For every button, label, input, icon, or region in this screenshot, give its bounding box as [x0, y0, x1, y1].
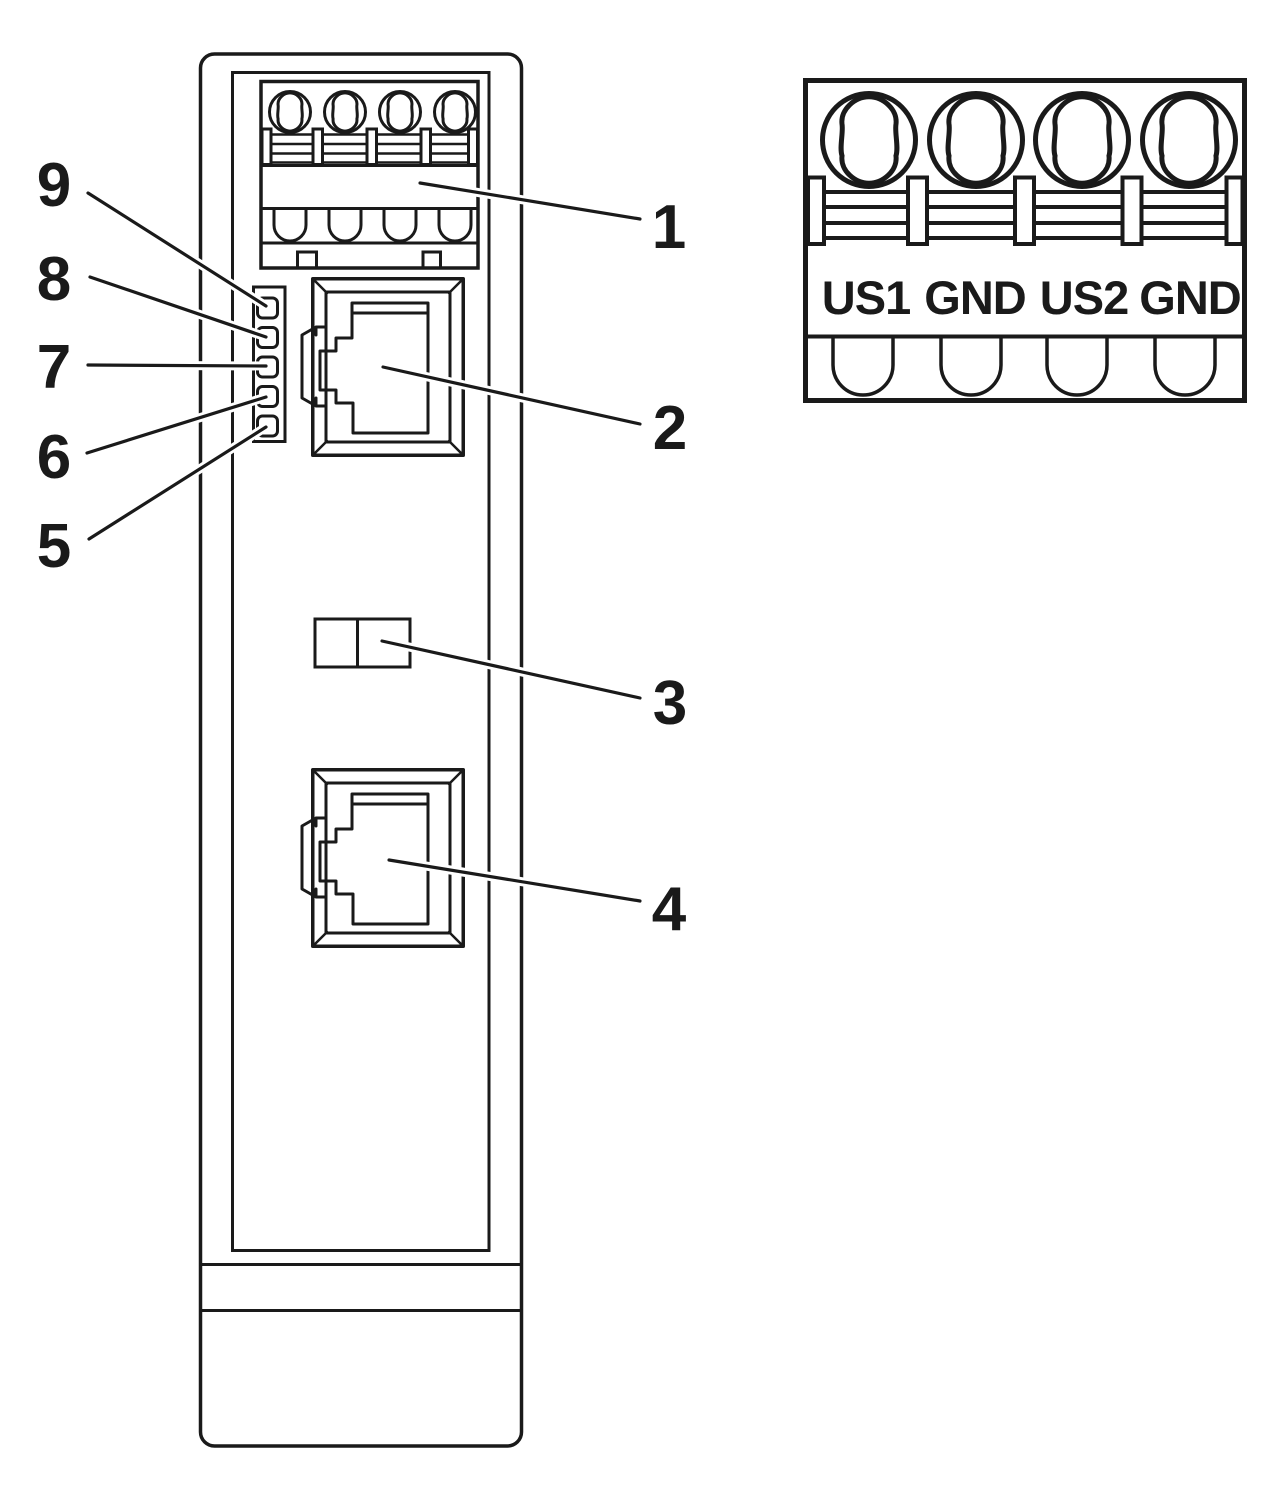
device-front-panel	[231, 71, 491, 1252]
callout-7-label: 7	[37, 333, 71, 402]
terminal-strip-lines	[259, 164, 480, 245]
terminal-label-gnd2: GND	[1139, 271, 1240, 324]
callout-6: 6	[37, 392, 271, 492]
leader-line	[380, 639, 642, 700]
callout-9-label: 9	[37, 151, 71, 220]
terminal-arches	[831, 334, 1217, 397]
terminal-label-us2: US2	[1040, 271, 1128, 324]
device-body-outline	[198, 52, 524, 1448]
terminal-block-outline	[259, 79, 480, 270]
terminal-label-gnd1: GND	[924, 271, 1025, 324]
power-terminal-block	[259, 79, 480, 270]
rail-clamps	[806, 175, 1245, 246]
leader-line	[86, 363, 268, 368]
callout-1: 1	[415, 178, 686, 262]
callouts: 9 8 7 6 5 1 2	[37, 151, 687, 944]
callout-1-label: 1	[652, 193, 686, 262]
leader-line	[86, 191, 268, 308]
screw-terminal-icon	[1143, 94, 1236, 187]
screw-terminal-icon	[270, 92, 311, 133]
terminal-label-us1: US1	[822, 271, 910, 324]
device-front-view	[198, 52, 524, 1448]
screw-terminal-icon	[930, 94, 1023, 187]
leader-line	[87, 425, 268, 541]
callout-2: 2	[378, 362, 687, 463]
callout-4: 4	[384, 855, 687, 944]
leader-line	[418, 181, 642, 221]
callout-8: 8	[37, 245, 271, 342]
callout-2-label: 2	[653, 394, 687, 463]
leader-line	[381, 365, 642, 426]
callout-5-label: 5	[37, 512, 71, 581]
rail-clamps	[260, 127, 479, 166]
callout-7: 7	[37, 333, 271, 402]
screw-terminal-icon	[325, 92, 366, 133]
screw-terminal-icon	[380, 92, 421, 133]
callout-3: 3	[377, 636, 687, 738]
ethernet-port-bottom	[300, 768, 465, 948]
callout-9: 9	[37, 151, 271, 311]
leader-line	[387, 858, 642, 903]
callout-4-label: 4	[652, 875, 687, 944]
terminal-arches	[272, 207, 473, 243]
screw-terminal-icon	[823, 94, 916, 187]
leader-line	[88, 275, 268, 339]
callout-3-label: 3	[653, 669, 687, 738]
device-base-divider-lines	[199, 1263, 523, 1312]
terminal-feet	[296, 250, 442, 270]
callout-5: 5	[37, 422, 271, 581]
callout-8-label: 8	[37, 245, 71, 314]
screw-terminal-icon	[435, 92, 476, 133]
callout-6-label: 6	[37, 423, 71, 492]
screw-terminal-icon	[1036, 94, 1129, 187]
leader-line	[85, 395, 268, 455]
terminal-detail-view: US1 GND US2 GND	[806, 81, 1245, 403]
